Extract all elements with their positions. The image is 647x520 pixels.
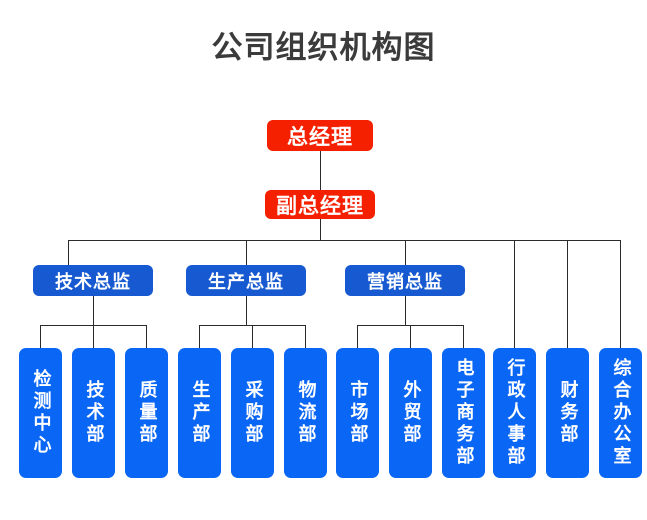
connector-director-1-to-dept-3 bbox=[146, 325, 147, 348]
connector-main-bus bbox=[68, 240, 621, 241]
node-dept-finance[interactable]: 财务部 bbox=[546, 348, 589, 478]
node-dept-technology[interactable]: 技术部 bbox=[72, 348, 115, 478]
connector-director-3-stem bbox=[405, 296, 406, 325]
connector-director-2-to-dept-5 bbox=[252, 325, 253, 348]
node-dept-ecommerce[interactable]: 电子商务部 bbox=[442, 348, 485, 478]
node-deputy-general-manager[interactable]: 副总经理 bbox=[265, 190, 375, 219]
page-title: 公司组织机构图 bbox=[211, 30, 436, 66]
connector-director-2-to-dept-4 bbox=[199, 325, 200, 348]
connector-bus-to-director-1 bbox=[68, 240, 69, 265]
node-technology-director[interactable]: 技术总监 bbox=[33, 265, 153, 296]
connector-bus-to-director-2 bbox=[246, 240, 247, 265]
connector-bus-to-director-3 bbox=[405, 240, 406, 265]
connector-director-3-to-dept-9 bbox=[463, 325, 464, 348]
node-dept-foreign-trade[interactable]: 外贸部 bbox=[389, 348, 432, 478]
connector-director-2-to-dept-6 bbox=[305, 325, 306, 348]
node-dept-purchasing[interactable]: 采购部 bbox=[231, 348, 274, 478]
node-dept-quality[interactable]: 质量部 bbox=[125, 348, 168, 478]
connector-director-1-stem bbox=[93, 296, 94, 325]
connector-bus-to-dept-10 bbox=[514, 240, 515, 348]
node-dept-market[interactable]: 市场部 bbox=[336, 348, 379, 478]
node-dept-production[interactable]: 生产部 bbox=[178, 348, 221, 478]
node-dept-general-office[interactable]: 综合办公室 bbox=[599, 348, 642, 478]
node-dept-testing-center[interactable]: 检测中心 bbox=[19, 348, 62, 478]
connector-bus-to-dept-11 bbox=[567, 240, 568, 348]
connector-director-2-stem bbox=[246, 296, 247, 325]
node-production-director[interactable]: 生产总监 bbox=[186, 265, 306, 296]
node-dept-admin-hr[interactable]: 行政人事部 bbox=[493, 348, 536, 478]
node-marketing-director[interactable]: 营销总监 bbox=[345, 265, 465, 296]
connector-bus-to-dept-12 bbox=[620, 240, 621, 348]
node-general-manager[interactable]: 总经理 bbox=[267, 120, 373, 151]
connector-director-3-to-dept-8 bbox=[410, 325, 411, 348]
node-dept-logistics[interactable]: 物流部 bbox=[284, 348, 327, 478]
connector-director-3-to-dept-7 bbox=[357, 325, 358, 348]
connector-gm-to-deputy bbox=[320, 150, 321, 190]
connector-director-1-to-dept-1 bbox=[40, 325, 41, 348]
connector-director-1-to-dept-2 bbox=[93, 325, 94, 348]
connector-deputy-stem bbox=[320, 218, 321, 240]
